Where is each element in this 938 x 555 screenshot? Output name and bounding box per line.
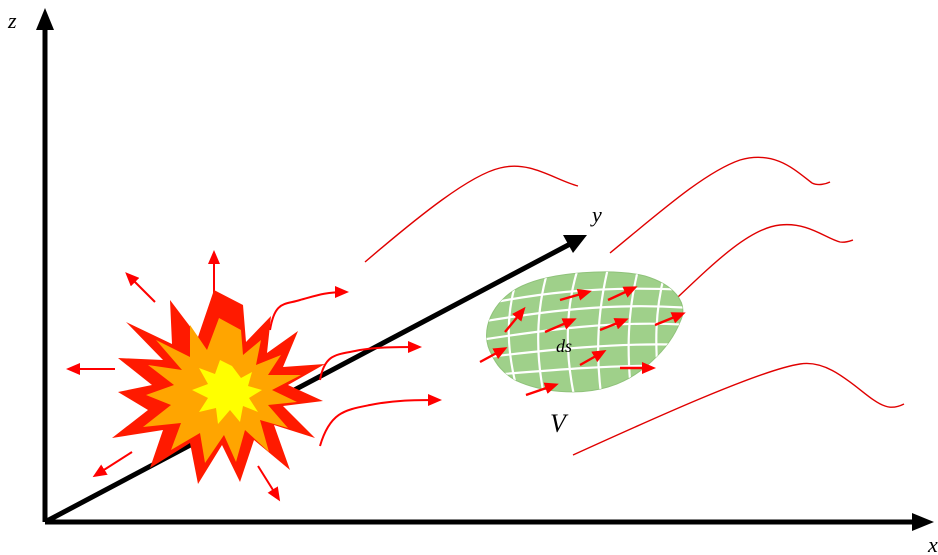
z-axis-label: z	[7, 8, 17, 33]
explosion-burst-icon	[112, 290, 325, 484]
radial-arrow	[92, 451, 133, 478]
y-axis	[43, 240, 574, 525]
flux-arrow	[654, 312, 686, 327]
y-axis-label: y	[590, 202, 602, 227]
flux-arrow	[525, 382, 559, 397]
wave-line	[572, 362, 905, 456]
surface-element-label: ds	[556, 336, 572, 356]
flux-arrow	[579, 350, 607, 367]
wave-line	[677, 223, 854, 298]
curved-arrow	[319, 394, 442, 447]
flux-arrow	[544, 318, 577, 334]
radiation-waves	[364, 156, 905, 456]
flux-arrow	[559, 288, 592, 302]
flux-arrow	[607, 286, 638, 302]
volume-surface-patch: ds	[479, 271, 686, 397]
flux-arrow	[479, 347, 508, 364]
surface-flux-arrows	[479, 286, 686, 397]
curved-flux-arrows	[269, 286, 442, 447]
flux-arrow	[504, 306, 526, 333]
volume-label: V	[550, 409, 569, 438]
curved-arrow	[269, 286, 349, 331]
radial-arrow	[257, 465, 281, 502]
radial-arrow	[125, 272, 156, 303]
y-axis-arrowhead-icon	[563, 235, 587, 253]
wave-line	[364, 165, 579, 263]
z-axis-arrowhead-icon	[36, 8, 54, 30]
x-axis-label: x	[927, 532, 938, 555]
axes	[36, 8, 934, 531]
curved-arrow	[319, 341, 422, 381]
x-axis-arrowhead-icon	[912, 513, 934, 531]
wave-line	[609, 156, 831, 254]
flux-arrow	[599, 318, 629, 332]
explosion-core	[192, 360, 262, 424]
